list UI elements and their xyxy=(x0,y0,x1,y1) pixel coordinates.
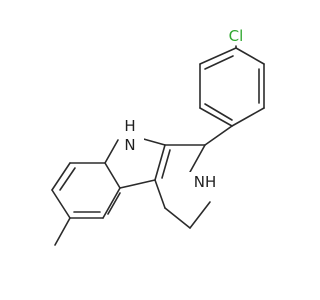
bond xyxy=(204,103,233,121)
bond xyxy=(204,125,233,146)
bond xyxy=(235,47,265,65)
bond xyxy=(119,179,156,189)
bond xyxy=(102,187,121,219)
bond xyxy=(154,144,166,181)
bond xyxy=(51,189,71,219)
bond xyxy=(231,107,265,127)
molecule-structure: Cl H N NH xyxy=(51,27,265,246)
chlorophenyl-ring xyxy=(199,45,265,127)
bond xyxy=(189,144,206,173)
bond xyxy=(161,149,171,179)
piperidine-ring xyxy=(154,144,211,229)
bond xyxy=(51,162,71,191)
bond xyxy=(139,137,166,146)
svg-text:Cl: Cl xyxy=(229,27,244,45)
bond xyxy=(164,207,191,229)
svg-text:H: H xyxy=(124,117,135,135)
bond xyxy=(199,107,233,127)
bond xyxy=(59,167,76,191)
methyl-bond xyxy=(54,217,71,246)
indole-benzene-ring xyxy=(51,162,121,219)
svg-text:N: N xyxy=(124,136,135,154)
bond xyxy=(104,162,121,189)
amine-nh-label: NH xyxy=(188,172,222,192)
indole-nh-label: H N xyxy=(120,117,144,155)
pyrrole-ring xyxy=(104,137,166,189)
bond xyxy=(104,139,119,164)
bond xyxy=(199,47,237,65)
bond xyxy=(189,201,211,229)
chlorine-label: Cl xyxy=(226,27,248,45)
bond xyxy=(107,192,121,215)
bond xyxy=(204,55,234,70)
bond xyxy=(154,179,166,209)
svg-text:NH: NH xyxy=(194,173,217,191)
molecule-canvas: Cl H N NH xyxy=(51,27,265,246)
